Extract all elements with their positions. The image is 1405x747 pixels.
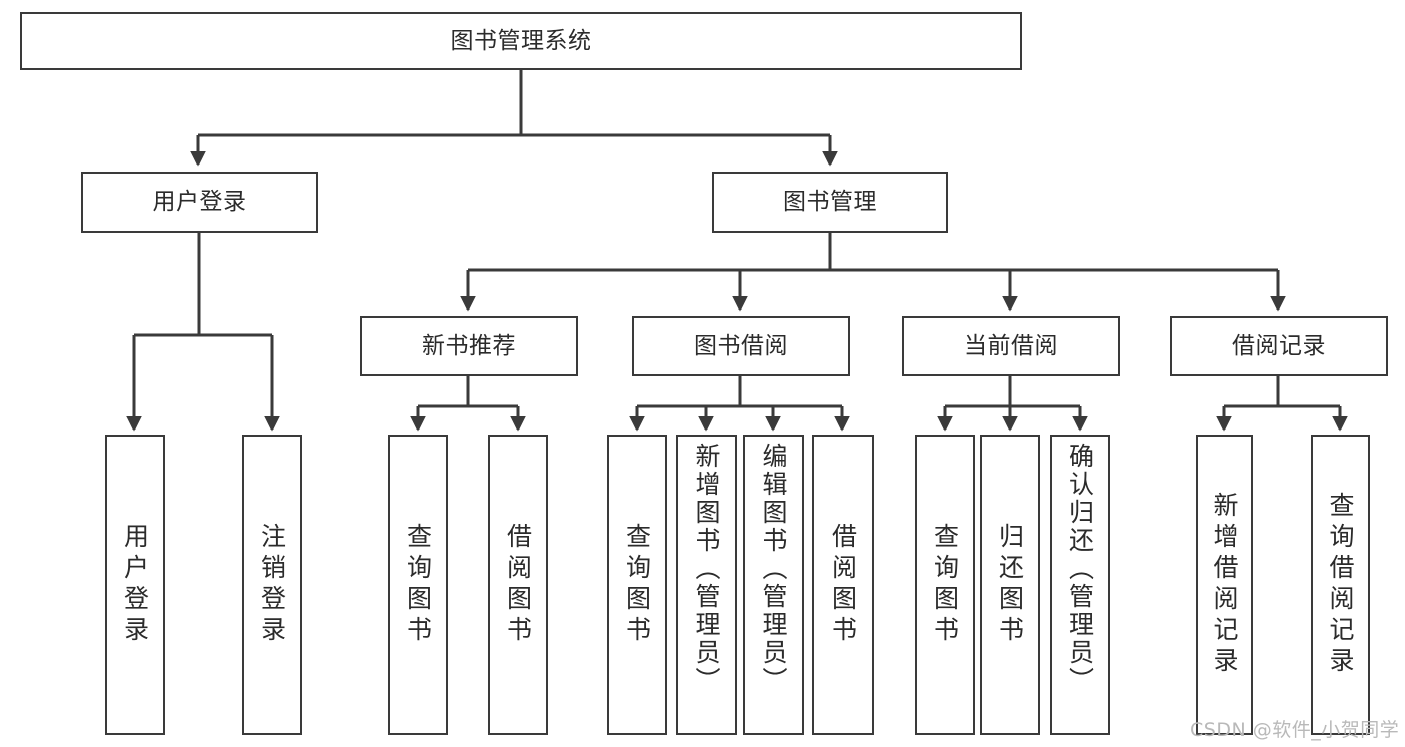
node-leaf-logout-label: 注销登录 bbox=[257, 523, 287, 647]
node-leaf-user-login-label: 用户登录 bbox=[120, 523, 150, 647]
node-borrow-record-label: 借阅记录 bbox=[1232, 332, 1326, 359]
node-leaf-add-book-admin-label: 新增图书（管理员） bbox=[692, 443, 721, 695]
node-leaf-borrow-book-1-label: 借阅图书 bbox=[503, 523, 533, 647]
node-leaf-borrow-book-2[interactable]: 借阅图书 bbox=[812, 435, 874, 735]
node-book-borrow[interactable]: 图书借阅 bbox=[632, 316, 850, 376]
node-leaf-query-book-2-label: 查询图书 bbox=[622, 523, 652, 647]
node-leaf-borrow-book-2-label: 借阅图书 bbox=[828, 523, 858, 647]
node-leaf-confirm-return-admin-label: 确认归还（管理员） bbox=[1065, 443, 1095, 695]
node-new-book-recommend-label: 新书推荐 bbox=[422, 332, 516, 359]
node-book-management-label: 图书管理 bbox=[783, 189, 877, 216]
node-leaf-query-borrow-record-label: 查询借阅记录 bbox=[1326, 492, 1355, 678]
node-leaf-query-book-1-label: 查询图书 bbox=[403, 523, 433, 647]
node-current-borrow[interactable]: 当前借阅 bbox=[902, 316, 1120, 376]
node-leaf-add-book-admin[interactable]: 新增图书（管理员） bbox=[676, 435, 737, 735]
node-leaf-logout[interactable]: 注销登录 bbox=[242, 435, 302, 735]
node-current-borrow-label: 当前借阅 bbox=[964, 332, 1058, 359]
node-leaf-edit-book-admin-label: 编辑图书（管理员） bbox=[759, 443, 788, 695]
node-leaf-add-borrow-record[interactable]: 新增借阅记录 bbox=[1196, 435, 1253, 735]
node-root-label: 图书管理系统 bbox=[450, 27, 592, 54]
node-leaf-return-book[interactable]: 归还图书 bbox=[980, 435, 1040, 735]
node-book-borrow-label: 图书借阅 bbox=[694, 332, 788, 359]
node-leaf-query-book-1[interactable]: 查询图书 bbox=[388, 435, 448, 735]
node-root[interactable]: 图书管理系统 bbox=[20, 12, 1022, 70]
node-leaf-return-book-label: 归还图书 bbox=[995, 523, 1025, 647]
node-leaf-query-book-3-label: 查询图书 bbox=[930, 523, 960, 647]
node-leaf-user-login[interactable]: 用户登录 bbox=[105, 435, 165, 735]
node-leaf-add-borrow-record-label: 新增借阅记录 bbox=[1210, 492, 1239, 678]
node-book-management[interactable]: 图书管理 bbox=[712, 172, 948, 233]
node-leaf-confirm-return-admin[interactable]: 确认归还（管理员） bbox=[1050, 435, 1110, 735]
node-leaf-edit-book-admin[interactable]: 编辑图书（管理员） bbox=[743, 435, 804, 735]
csdn-watermark: CSDN @软件_小贺同学 bbox=[1190, 719, 1400, 741]
node-new-book-recommend[interactable]: 新书推荐 bbox=[360, 316, 578, 376]
node-leaf-query-book-3[interactable]: 查询图书 bbox=[915, 435, 975, 735]
node-user-login[interactable]: 用户登录 bbox=[81, 172, 318, 233]
node-borrow-record[interactable]: 借阅记录 bbox=[1170, 316, 1388, 376]
node-user-login-label: 用户登录 bbox=[152, 189, 247, 216]
node-leaf-query-borrow-record[interactable]: 查询借阅记录 bbox=[1311, 435, 1370, 735]
node-leaf-borrow-book-1[interactable]: 借阅图书 bbox=[488, 435, 548, 735]
node-leaf-query-book-2[interactable]: 查询图书 bbox=[607, 435, 667, 735]
